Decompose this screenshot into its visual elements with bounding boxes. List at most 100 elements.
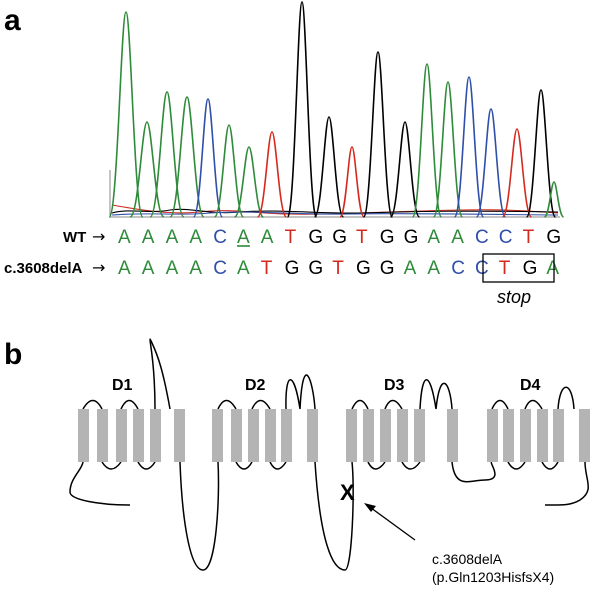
wt-base: A	[261, 227, 274, 248]
protein-backbone	[69, 338, 589, 571]
chromatogram-peak	[432, 81, 464, 218]
mut-base: C	[451, 258, 465, 279]
chromatogram-peak	[475, 108, 507, 218]
wt-base: A	[237, 227, 250, 248]
chromatogram-noise-trace	[111, 211, 559, 216]
chromatogram-peaks	[108, 1, 565, 218]
wt-base: G	[404, 227, 419, 248]
helix-d4-s4	[537, 409, 548, 462]
helix-d2-s2	[231, 409, 242, 462]
chromatogram-peak	[501, 128, 533, 218]
mut-base: A	[189, 258, 202, 279]
wt-base: G	[332, 227, 347, 248]
wt-base: A	[427, 227, 440, 248]
helix-d4-s2	[503, 409, 514, 462]
helix-d2-s6	[307, 409, 318, 462]
helix-d1-s3	[116, 409, 127, 462]
chromatogram-peak	[169, 96, 205, 218]
wt-base: C	[475, 227, 489, 248]
mut-base: G	[285, 258, 300, 279]
helix-d3-s1	[346, 409, 357, 462]
panel-a-label: a	[4, 4, 21, 37]
helix-d1-s1	[78, 409, 89, 462]
mut-base: G	[523, 258, 538, 279]
chromatogram-peak	[543, 181, 565, 218]
mut-base: A	[142, 258, 155, 279]
wt-base: G	[546, 227, 561, 248]
mut-base: A	[404, 258, 417, 279]
wt-base: T	[356, 227, 368, 248]
mutation-label-line2: (p.Gln1203HisfsX4)	[432, 569, 554, 585]
chromatogram-noise-trace	[111, 204, 559, 215]
helix-d2-s4	[265, 409, 276, 462]
helix-d1-s6	[174, 409, 185, 462]
helix-d3-s6	[447, 409, 458, 462]
mut-base: A	[237, 258, 250, 279]
helix-d2-s3	[248, 409, 259, 462]
chromatogram-peak	[453, 76, 485, 218]
wt-base: G	[380, 227, 395, 248]
chromatogram	[108, 1, 565, 218]
transmembrane-helices	[78, 409, 590, 462]
chromatogram-peak	[233, 146, 265, 218]
helix-d4-s1	[487, 409, 498, 462]
chromatogram-peak	[108, 11, 144, 218]
mut-arrow-icon: →	[92, 258, 105, 277]
helix-d3-s2	[363, 409, 374, 462]
mut-base: A	[546, 258, 559, 279]
chromatogram-noise	[111, 204, 559, 216]
mut-base: A	[166, 258, 179, 279]
mutation-label-line1: c.3608delA	[432, 551, 503, 567]
domain-label-d3: D3	[384, 377, 405, 394]
mutation-arrowhead-icon	[364, 503, 376, 512]
chromatogram-noise-trace	[111, 208, 559, 214]
mut-base: A	[118, 258, 131, 279]
chromatogram-peak	[313, 116, 345, 218]
domain-label-d2: D2	[245, 377, 266, 394]
helix-d1-s4	[133, 409, 144, 462]
mut-base: T	[499, 258, 511, 279]
helix-d4-s6	[579, 409, 590, 462]
helix-d1-s2	[97, 409, 108, 462]
stop-codon-box	[482, 253, 555, 283]
wt-base: C	[213, 227, 227, 248]
helix-d4-s5	[553, 409, 564, 462]
helix-d2-s1	[212, 409, 223, 462]
domain-label-d1: D1	[112, 377, 133, 394]
chromatogram-peak	[129, 121, 165, 218]
wt-label: WT	[63, 229, 86, 246]
wt-arrow-icon: →	[92, 227, 105, 246]
mutation-marker-icon: X	[340, 480, 355, 505]
helix-d2-s5	[281, 409, 292, 462]
mut-base: G	[380, 258, 395, 279]
wt-base: C	[499, 227, 513, 248]
chromatogram-peak	[389, 121, 421, 218]
wt-base: T	[285, 227, 297, 248]
chromatogram-peak	[339, 146, 365, 218]
wt-base: A	[142, 227, 155, 248]
chromatogram-peak	[213, 124, 245, 218]
chromatogram-peak	[256, 131, 288, 218]
wt-base: T	[523, 227, 535, 248]
helix-d4-s3	[520, 409, 531, 462]
wt-base: G	[308, 227, 323, 248]
chromatogram-peak	[362, 51, 394, 218]
mut-base: G	[308, 258, 323, 279]
wt-base: A	[189, 227, 202, 248]
helix-d3-s3	[380, 409, 391, 462]
mut-label: c.3608delA	[4, 260, 83, 277]
domain-label-d4: D4	[520, 377, 541, 394]
chromatogram-peak	[411, 63, 443, 218]
mut-base: C	[213, 258, 227, 279]
panel-b-label: b	[4, 338, 22, 371]
mut-base: T	[261, 258, 273, 279]
mut-base: G	[356, 258, 371, 279]
mutation-arrow-line	[366, 504, 416, 541]
chromatogram-peak	[286, 1, 318, 218]
chromatogram-peak	[525, 89, 557, 218]
protein-topology	[69, 338, 590, 571]
wt-base: A	[166, 227, 179, 248]
